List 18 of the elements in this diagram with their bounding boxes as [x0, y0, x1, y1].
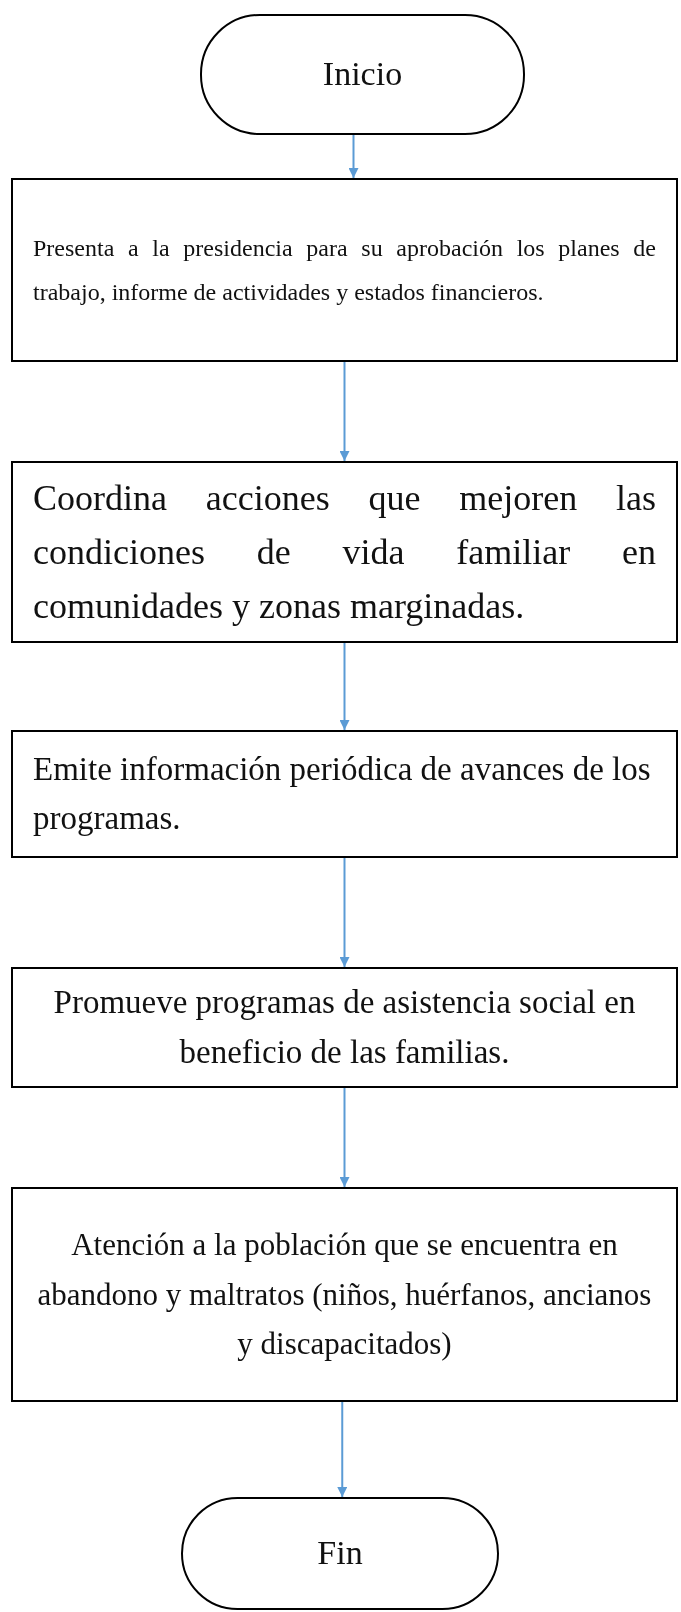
process-box: [11, 967, 678, 1088]
arrow: [337, 1401, 348, 1498]
arrow: [348, 134, 359, 179]
node-text: Presenta a la presidencia para su aprobación los planes de trabajo, informe de actividades y estados financieros.: [33, 233, 656, 307]
arrow: [339, 361, 350, 462]
process-box: [11, 1187, 678, 1402]
node-text: Promueve programas de asistencia social en beneficio de las familias.: [52, 983, 637, 1072]
arrow: [339, 642, 350, 731]
process-box: [11, 461, 678, 643]
arrow: [339, 1087, 350, 1188]
node-text: Inicio: [321, 54, 404, 95]
node-text: Coordina acciones que mejoren las condiciones de vida familiar en comunidades y zonas marginadas.: [33, 477, 656, 628]
process-box: [11, 178, 678, 362]
node-text: Emite información periódica de avances de los programas.: [33, 749, 652, 838]
arrow: [339, 857, 350, 968]
process-box: [11, 730, 678, 858]
node-text: Fin: [316, 1533, 364, 1574]
node-text: Atención a la población que se encuentra en abandono y maltratos (niños, huérfanos, ancianos y discapacitados): [36, 1226, 653, 1364]
